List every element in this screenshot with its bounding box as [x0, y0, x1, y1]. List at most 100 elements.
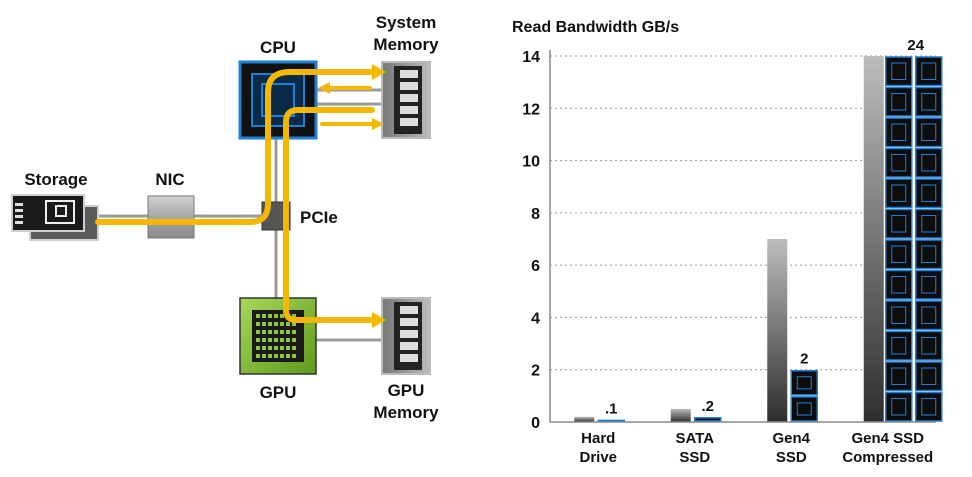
chip-inner-icon	[921, 398, 937, 416]
storage-to-sysmem-path	[95, 69, 375, 225]
bar-series-2-block	[885, 178, 913, 209]
chip-inner-icon	[891, 62, 907, 80]
chip-inner-icon	[921, 93, 937, 111]
bar-series-1	[767, 239, 788, 422]
bar-series-2-block	[885, 300, 913, 331]
x-tick-label: SSD	[776, 449, 807, 466]
bar-series-2-block	[915, 239, 943, 270]
bar-series-2-block	[915, 178, 943, 209]
cpu-label: CPU	[260, 38, 296, 57]
bar-series-1	[670, 408, 691, 422]
chip-inner-icon	[921, 306, 937, 324]
bar-series-2-block	[790, 369, 818, 396]
data-path-arrows	[95, 64, 386, 328]
x-tick-label: Gen4 SSD	[851, 430, 924, 447]
chip-inner-icon	[796, 376, 812, 390]
storage-label: Storage	[24, 170, 87, 189]
bar-series-2-block	[915, 56, 943, 87]
chip-inner-icon	[891, 184, 907, 202]
system-memory-label-line1: System	[376, 13, 436, 32]
bar-series-2-block	[885, 147, 913, 178]
chip-inner-icon	[891, 306, 907, 324]
y-tick-label: 12	[522, 101, 540, 118]
gpu-memory-label-line2: Memory	[373, 403, 439, 422]
nic-label: NIC	[155, 170, 184, 189]
bar-series-2-block	[915, 117, 943, 148]
x-tick-label: Drive	[579, 449, 617, 466]
y-tick-label: 6	[531, 258, 540, 275]
arrow-head	[318, 82, 330, 94]
bar-series-2-block	[885, 117, 913, 148]
bar-series-2-block	[915, 300, 943, 331]
bar-series-2-block	[885, 269, 913, 300]
arrow-head	[372, 64, 386, 80]
x-tick-label: SATA	[675, 430, 714, 447]
bar-series-2-block	[915, 391, 943, 422]
bar-series-2-block	[915, 86, 943, 117]
y-tick-label: 10	[522, 154, 540, 171]
chip-inner-icon	[891, 123, 907, 141]
chip-inner-icon	[891, 367, 907, 385]
chip-inner-icon	[921, 215, 937, 233]
bar-series-2-block	[790, 396, 818, 422]
bar-series-2-block	[885, 391, 913, 422]
bar-series-2-block	[915, 208, 943, 239]
gpu-memory-label-line1: GPU	[388, 381, 425, 400]
bar-series-2-block	[915, 330, 943, 361]
bar-series-2-block	[885, 208, 913, 239]
gpu-label: GPU	[260, 383, 297, 402]
chip-inner-icon	[891, 93, 907, 111]
chip-inner-icon	[921, 276, 937, 294]
x-tick-label: Compressed	[842, 449, 933, 466]
y-tick-label: 14	[522, 49, 540, 66]
bar-series-2-block	[597, 419, 625, 422]
chip-inner-icon	[921, 245, 937, 263]
arrow-head	[372, 312, 386, 328]
bar-series-2-block	[885, 86, 913, 117]
y-tick-label: 8	[531, 206, 540, 223]
bar-series-2-block	[915, 269, 943, 300]
memory-module-icon	[381, 297, 431, 375]
chip-inner-icon	[921, 123, 937, 141]
data-label: .1	[605, 400, 618, 417]
gpu-chip-icon	[239, 297, 317, 375]
bar-series-2-block	[885, 239, 913, 270]
y-tick-label: 0	[531, 415, 540, 432]
chip-inner-icon	[921, 337, 937, 355]
bar-series-2-block	[885, 56, 913, 87]
chip-inner-icon	[891, 398, 907, 416]
nic-card-icon	[147, 195, 195, 239]
chip-inner-icon	[921, 184, 937, 202]
y-tick-label: 4	[531, 310, 540, 327]
chip-inner-icon	[921, 154, 937, 172]
x-tick-label: Hard	[581, 430, 615, 447]
bar-series-2-block	[885, 361, 913, 392]
bar-series-2-block	[915, 361, 943, 392]
chip-inner-icon	[891, 154, 907, 172]
chart-y-axis: 0 2 4 6 8 10 12 14	[522, 49, 551, 432]
chart-title: Read Bandwidth GB/s	[512, 19, 679, 36]
pcie-label: PCIe	[300, 208, 338, 227]
storage-drive-icon	[11, 194, 99, 241]
chip-inner-icon	[796, 402, 812, 416]
bar-series-2-block	[885, 330, 913, 361]
arrow-head	[372, 118, 384, 130]
memory-module-icon	[381, 61, 431, 139]
chip-inner-icon	[891, 276, 907, 294]
y-tick-label: 2	[531, 363, 540, 380]
chip-inner-icon	[921, 367, 937, 385]
data-label: .2	[701, 398, 714, 415]
chip-inner-icon	[921, 62, 937, 80]
data-label: 2	[800, 351, 808, 368]
data-label: 24	[907, 37, 924, 54]
chip-inner-icon	[891, 215, 907, 233]
bar-series-2-block	[694, 417, 722, 422]
sysmem-to-gpumem-path	[283, 107, 375, 323]
x-tick-label: SSD	[679, 449, 710, 466]
x-tick-label: Gen4	[772, 430, 810, 447]
gpudirect-storage-diagram: Storage NIC PCIe CPU System Memory	[11, 13, 439, 422]
chip-inner-icon	[891, 337, 907, 355]
bar-series-2-block	[915, 147, 943, 178]
